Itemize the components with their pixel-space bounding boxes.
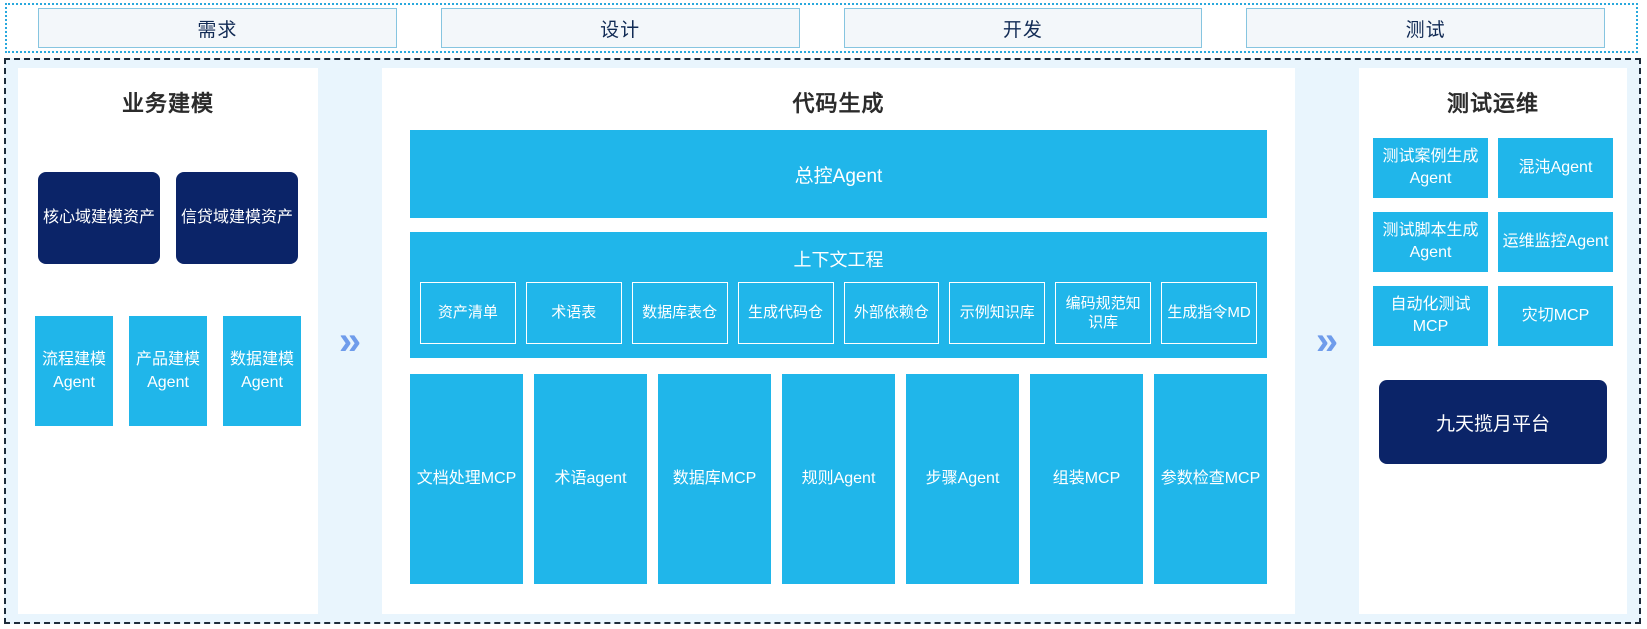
phase-label: 设计: [600, 19, 641, 41]
tool-card-label: 组装MCP: [1052, 469, 1121, 487]
context-item-label: 示例知识库: [959, 304, 1035, 322]
ops-card-label: 运维监控Agent: [1502, 232, 1609, 250]
diagram-stage: 业务建模 核心域建模资产 信贷域建模资产 流程建模Agent 产品建模Agent…: [4, 58, 1641, 624]
double-chevron-right-icon: »: [318, 68, 382, 614]
tool-card-label: 步骤Agent: [925, 469, 1000, 487]
context-item-label: 生成代码仓: [748, 304, 824, 322]
tool-card-label: 参数检查MCP: [1160, 469, 1261, 487]
context-item-glossary[interactable]: 术语表: [525, 282, 622, 344]
asset-card-credit-domain[interactable]: 信贷域建模资产: [176, 172, 298, 264]
master-agent-bar[interactable]: 总控Agent: [410, 130, 1267, 218]
context-item-label: 生成指令MD: [1167, 304, 1251, 322]
context-engineering-title: 上下文工程: [793, 250, 884, 270]
ops-card-label: 测试脚本生成Agent: [1382, 221, 1479, 261]
context-item-generated-code-repo[interactable]: 生成代码仓: [737, 282, 834, 344]
asset-card-row: 核心域建模资产 信贷域建模资产: [32, 172, 304, 264]
ops-card-test-script-generation-agent[interactable]: 测试脚本生成Agent: [1373, 212, 1488, 272]
context-item-coding-standard-knowledge-base[interactable]: 编码规范知识库: [1055, 282, 1152, 344]
agent-card-label: 流程建模Agent: [41, 350, 106, 391]
tool-card-step-agent[interactable]: 步骤Agent: [906, 374, 1019, 584]
panel-test-operations: 测试运维 测试案例生成Agent 混沌Agent 测试脚本生成Agent 运维监…: [1359, 68, 1627, 614]
agent-card-process-modeling[interactable]: 流程建模Agent: [35, 316, 113, 426]
context-item-asset-list[interactable]: 资产清单: [420, 282, 516, 344]
context-item-row: 资产清单 术语表 数据库表仓 生成代码仓 外部依赖仓 示例知识库: [420, 282, 1257, 344]
panel-title: 测试运维: [1446, 91, 1539, 116]
context-item-generation-instruction-md[interactable]: 生成指令MD: [1161, 282, 1257, 344]
tool-card-label: 文档处理MCP: [416, 469, 517, 487]
phase-box-development[interactable]: 开发: [843, 8, 1203, 48]
master-agent-label: 总控Agent: [794, 165, 883, 187]
panel-business-modeling: 业务建模 核心域建模资产 信贷域建模资产 流程建模Agent 产品建模Agent…: [18, 68, 318, 614]
context-item-label: 资产清单: [437, 304, 498, 322]
ops-card-disaster-switch-mcp[interactable]: 灾切MCP: [1498, 286, 1613, 346]
agent-card-data-modeling[interactable]: 数据建模Agent: [223, 316, 301, 426]
ops-card-grid: 测试案例生成Agent 混沌Agent 测试脚本生成Agent 运维监控Agen…: [1373, 138, 1613, 346]
modeling-agent-row: 流程建模Agent 产品建模Agent 数据建模Agent: [32, 316, 304, 426]
ops-card-label: 自动化测试MCP: [1390, 295, 1471, 335]
tool-card-parameter-check-mcp[interactable]: 参数检查MCP: [1154, 374, 1267, 584]
tool-card-assembly-mcp[interactable]: 组装MCP: [1030, 374, 1143, 584]
platform-card-jiutian-lanyue[interactable]: 九天揽月平台: [1379, 380, 1607, 464]
ops-card-test-case-generation-agent[interactable]: 测试案例生成Agent: [1373, 138, 1488, 198]
platform-card-label: 九天揽月平台: [1435, 413, 1550, 435]
ops-card-label: 混沌Agent: [1518, 158, 1593, 176]
context-item-label: 编码规范知识库: [1065, 294, 1141, 332]
ops-card-chaos-agent[interactable]: 混沌Agent: [1498, 138, 1613, 198]
tool-card-label: 数据库MCP: [672, 469, 757, 487]
asset-card-core-domain[interactable]: 核心域建模资产: [38, 172, 160, 264]
context-item-example-knowledge-base[interactable]: 示例知识库: [949, 282, 1046, 344]
ops-card-automated-test-mcp[interactable]: 自动化测试MCP: [1373, 286, 1488, 346]
tool-card-glossary-agent[interactable]: 术语agent: [534, 374, 647, 584]
agent-card-product-modeling[interactable]: 产品建模Agent: [129, 316, 207, 426]
phase-box-requirements[interactable]: 需求: [38, 8, 397, 48]
tool-card-database-mcp[interactable]: 数据库MCP: [658, 374, 771, 584]
tool-card-rule-agent[interactable]: 规则Agent: [782, 374, 895, 584]
context-engineering-block: 上下文工程 资产清单 术语表 数据库表仓 生成代码仓 外部依赖仓 示: [410, 232, 1267, 358]
context-item-label: 外部依赖仓: [853, 304, 929, 322]
asset-card-label: 信贷域建模资产: [180, 209, 293, 227]
tool-card-document-processing-mcp[interactable]: 文档处理MCP: [410, 374, 523, 584]
phase-label: 开发: [1002, 19, 1043, 41]
phase-label: 需求: [197, 19, 238, 41]
ops-card-label: 灾切MCP: [1521, 306, 1590, 324]
agent-card-label: 数据建模Agent: [229, 350, 294, 391]
tool-card-label: 术语agent: [554, 469, 627, 487]
ops-card-operations-monitoring-agent[interactable]: 运维监控Agent: [1498, 212, 1613, 272]
tool-card-row: 文档处理MCP 术语agent 数据库MCP 规则Agent 步骤Agent 组…: [410, 374, 1267, 600]
tool-card-label: 规则Agent: [801, 469, 876, 487]
panel-title: 业务建模: [121, 91, 214, 116]
phase-box-testing[interactable]: 测试: [1246, 8, 1605, 48]
panel-title: 代码生成: [792, 91, 885, 116]
phase-strip: 需求 设计 开发 测试: [5, 3, 1638, 53]
chevron-glyph: »: [1315, 319, 1339, 363]
agent-card-label: 产品建模Agent: [135, 350, 200, 391]
context-item-label: 数据库表仓: [642, 304, 718, 322]
context-item-label: 术语表: [551, 304, 597, 322]
phase-label: 测试: [1405, 19, 1446, 41]
asset-card-label: 核心域建模资产: [42, 209, 155, 227]
phase-box-design[interactable]: 设计: [440, 8, 800, 48]
chevron-glyph: »: [338, 319, 362, 363]
context-item-external-dependency-repo[interactable]: 外部依赖仓: [843, 282, 940, 344]
ops-card-label: 测试案例生成Agent: [1382, 147, 1479, 187]
context-item-db-table-repo[interactable]: 数据库表仓: [631, 282, 728, 344]
panel-code-generation: 代码生成 总控Agent 上下文工程 资产清单 术语表 数据库表仓 生成代码仓: [382, 68, 1295, 614]
double-chevron-right-icon: »: [1295, 68, 1359, 614]
